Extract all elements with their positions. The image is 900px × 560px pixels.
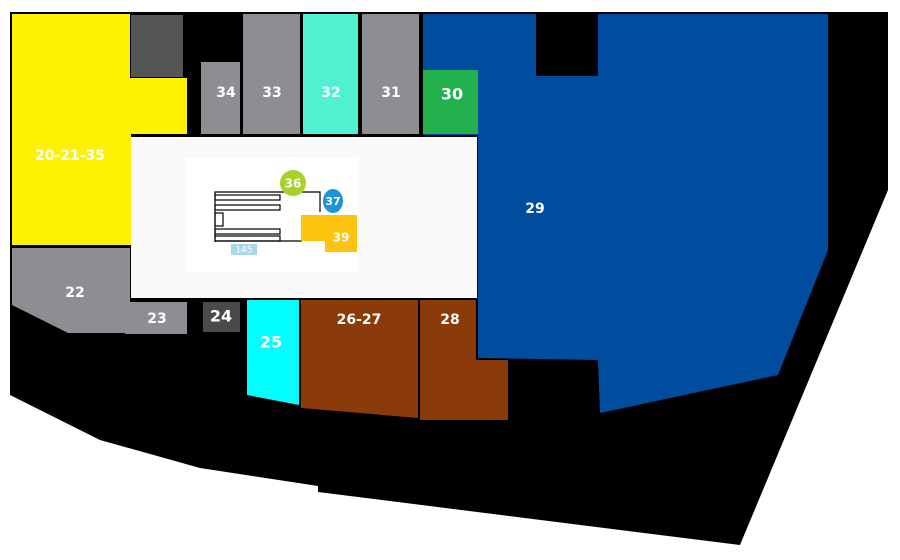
stall-36[interactable]: 36 xyxy=(280,170,306,196)
stall-label: 37 xyxy=(325,195,340,208)
stall-39[interactable]: 39 xyxy=(301,215,357,252)
stall-label: 30 xyxy=(441,85,463,104)
stall-label: 23 xyxy=(147,311,166,327)
stall-34[interactable]: 34 xyxy=(201,62,240,134)
stall-30[interactable]: 30 xyxy=(423,70,478,134)
stall-label: 25 xyxy=(260,333,282,352)
stall-22[interactable]: 22 xyxy=(12,248,130,333)
stall-20-21-35[interactable]: 20-21-35 xyxy=(12,14,187,245)
stall-label: 33 xyxy=(262,85,281,101)
stall-label: 24 xyxy=(210,307,232,326)
stall-label: 39 xyxy=(333,231,350,245)
stall-24[interactable]: 24 xyxy=(203,302,240,332)
stall-label: 145 xyxy=(235,246,252,256)
stall-unlabeled-dark[interactable] xyxy=(131,15,183,77)
stall-label: 28 xyxy=(440,312,459,328)
stall-25[interactable]: 25 xyxy=(247,300,299,405)
stall-label: 26-27 xyxy=(337,312,382,328)
stall-label: 36 xyxy=(285,177,302,191)
stall-145[interactable]: 145 xyxy=(231,244,257,256)
stall-label: 31 xyxy=(381,85,400,101)
stall-label: 22 xyxy=(65,285,84,301)
stall-label: 34 xyxy=(216,85,236,101)
stall-label: 20-21-35 xyxy=(35,148,105,164)
stall-label: 32 xyxy=(321,85,340,101)
stall-32[interactable]: 32 xyxy=(303,14,358,134)
stall-28[interactable]: 28 xyxy=(420,300,508,420)
stall-37[interactable]: 37 xyxy=(323,189,343,213)
stall-29[interactable]: 29 xyxy=(423,14,828,413)
stall-23[interactable]: 23 xyxy=(125,302,187,334)
stall-31[interactable]: 31 xyxy=(362,14,419,134)
stall-label: 29 xyxy=(525,201,544,217)
stall-26-27[interactable]: 26-27 xyxy=(301,300,418,418)
stall-33[interactable]: 33 xyxy=(243,14,300,134)
shelving-racks xyxy=(214,191,321,242)
